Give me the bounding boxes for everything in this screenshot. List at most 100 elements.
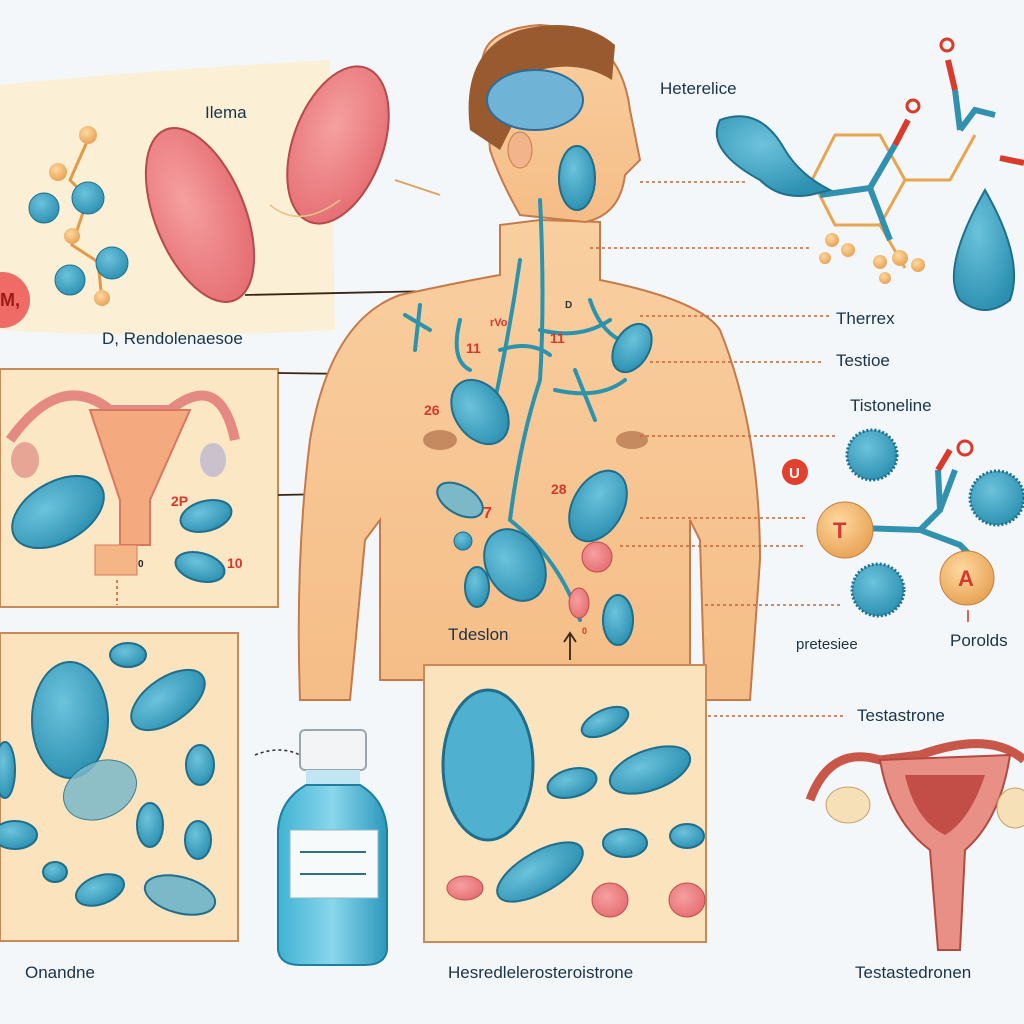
- illustration-shape: [64, 228, 80, 244]
- illustration-shape: [507, 131, 533, 169]
- number-label: 2P: [171, 493, 188, 509]
- illustration-shape: [42, 861, 68, 883]
- illustration-shape: [109, 642, 147, 668]
- illustration-shape: [810, 133, 977, 269]
- illustration-shape: [493, 258, 522, 402]
- illustration-shape: [873, 255, 887, 269]
- uterus-icon: [5, 390, 240, 576]
- illustration-shape: [185, 744, 215, 786]
- illustration-shape: [608, 745, 692, 795]
- illustration-shape: [568, 587, 590, 619]
- illustration-shape: M,: [0, 290, 20, 310]
- illustration-shape: [996, 787, 1024, 829]
- illustration-shape: [200, 443, 226, 477]
- illustration-shape: [859, 468, 973, 558]
- illustration-shape: [952, 187, 1016, 311]
- blue-cell: [450, 378, 510, 446]
- illustration-shape: [446, 875, 484, 901]
- number-label: D: [565, 300, 572, 311]
- number-label: 0: [138, 559, 144, 570]
- number-label: 0: [582, 626, 587, 636]
- hormone-molecule-icon: [816, 428, 1024, 618]
- illustration-shape: [850, 562, 906, 618]
- illustration-shape: [968, 469, 1024, 527]
- blue-cell: [436, 481, 484, 519]
- blue-cell: [174, 551, 226, 583]
- label-testastrone: Testastrone: [857, 706, 945, 725]
- illustration-shape: [841, 243, 855, 257]
- blue-cell: [11, 474, 105, 550]
- red-blood-cell: [144, 127, 256, 303]
- illustration-shape: [0, 272, 30, 328]
- illustration-shape: [581, 541, 613, 573]
- blue-cell: [179, 499, 233, 533]
- label-heterelice: Heterelice: [660, 79, 737, 98]
- m-badge: M,: [0, 272, 30, 328]
- illustration-shape: [496, 841, 584, 903]
- human-figure: [297, 23, 762, 701]
- illustration-shape: [892, 118, 911, 147]
- illustration-shape: [254, 749, 301, 756]
- illustration-shape: [88, 409, 192, 546]
- illustration-shape: [905, 98, 921, 114]
- illustration-shape: [546, 767, 598, 799]
- illustration-shape: [54, 264, 86, 296]
- number-label: 11: [466, 340, 481, 356]
- blue-cell: [483, 528, 547, 602]
- number-label: rVo: [490, 317, 508, 329]
- blue-cell: [611, 322, 653, 374]
- a-badge: A: [958, 566, 974, 591]
- illustration-shape: [935, 448, 953, 472]
- illustration-shape: [130, 668, 206, 732]
- illustration-shape: [507, 198, 582, 622]
- illustration-shape: [819, 252, 831, 264]
- illustration-shape: [892, 250, 908, 266]
- illustration-shape: [602, 594, 634, 646]
- label-ilema: Ilema: [205, 103, 247, 122]
- illustration-shape: [31, 661, 109, 779]
- illustration-shape: [825, 786, 871, 824]
- illustration-shape: [299, 729, 367, 771]
- number-label: 26: [424, 402, 440, 418]
- illustration-shape: [668, 882, 706, 918]
- illustration-shape: [911, 258, 925, 272]
- red-blood-cell: [286, 65, 390, 225]
- illustration-shape: [95, 246, 129, 280]
- steroid-molecule-icon: [715, 37, 1024, 311]
- illustration-shape: [952, 89, 996, 132]
- illustration-shape: [71, 181, 105, 215]
- illustration-shape: [441, 688, 535, 842]
- label-pretesiee: pretesiee: [796, 636, 858, 653]
- illustration-shape: [394, 179, 441, 196]
- illustration-shape: [94, 290, 110, 306]
- illustration-shape: [945, 59, 958, 91]
- illustration-shape: [939, 37, 955, 53]
- illustration-shape: [580, 705, 630, 739]
- illustration-shape: [11, 442, 39, 478]
- illustration-shape: [306, 770, 360, 785]
- illustration-shape: [453, 531, 473, 551]
- illustration-shape: [805, 739, 1024, 802]
- illustration-shape: [878, 753, 1012, 951]
- illustration-shape: [464, 566, 490, 608]
- illustration-shape: [591, 882, 629, 918]
- label-testastedronen: Testastedronen: [855, 963, 971, 982]
- illustration-shape: [136, 802, 164, 848]
- illustration-shape: [423, 430, 457, 450]
- label-tistoneline: Tistoneline: [850, 396, 932, 415]
- illustration-shape: [782, 459, 808, 485]
- illustration-shape: [956, 439, 974, 457]
- cell-cluster: [441, 688, 706, 918]
- illustration-shape: [79, 126, 97, 144]
- illustration-shape: [63, 759, 137, 821]
- illustration-shape: [616, 431, 648, 449]
- number-label: 11: [550, 330, 565, 346]
- brain-icon: [486, 69, 584, 131]
- label-tdeslon: Tdeslon: [448, 625, 508, 644]
- illustration-shape: [905, 775, 985, 835]
- illustration-shape: [75, 873, 125, 907]
- illustration-shape: [289, 829, 379, 899]
- label-therrex: Therrex: [836, 309, 895, 328]
